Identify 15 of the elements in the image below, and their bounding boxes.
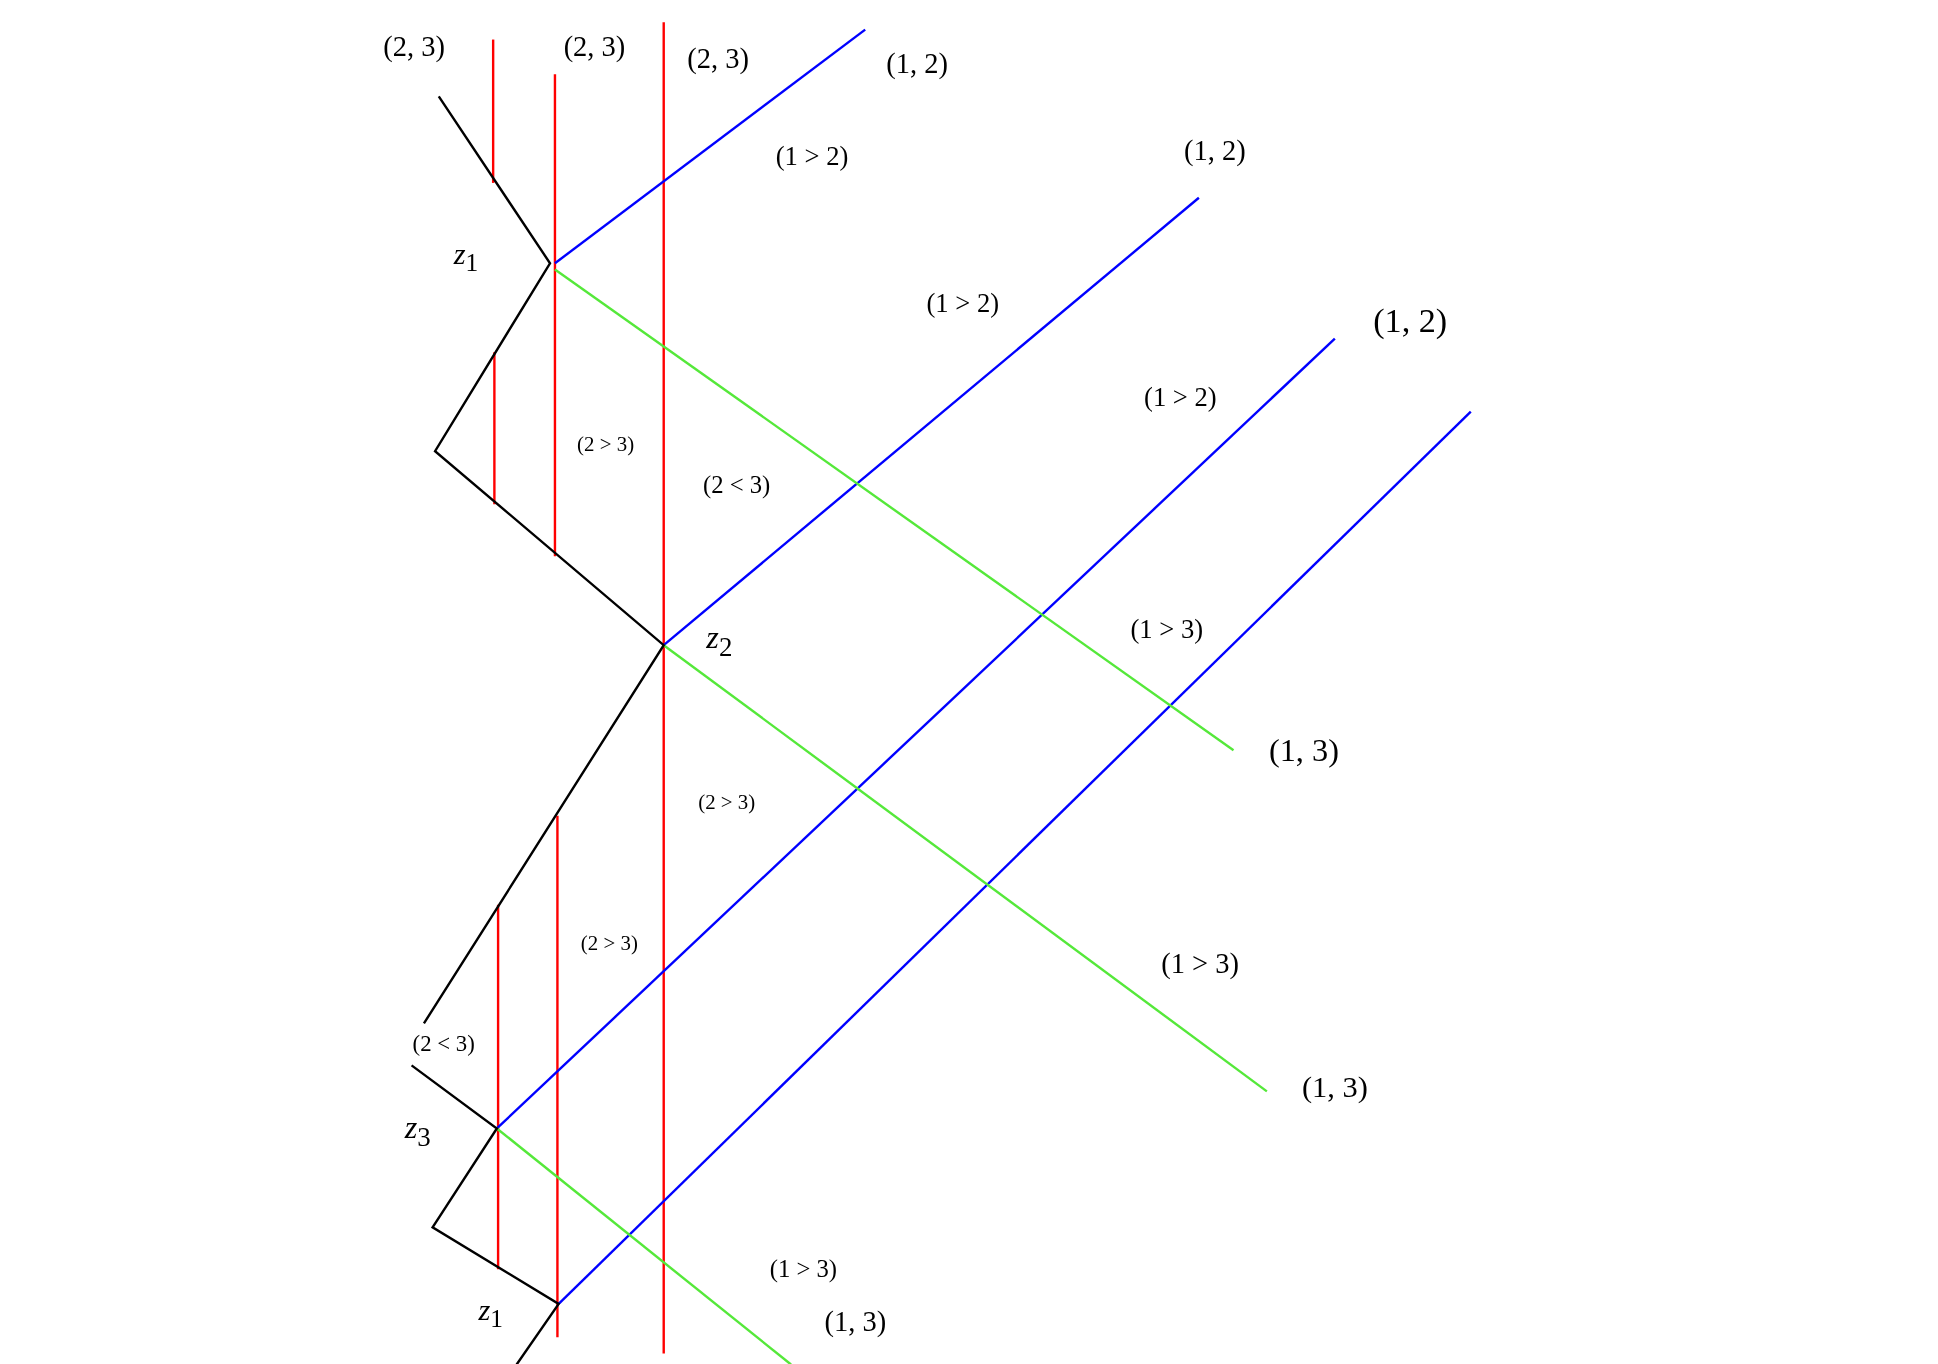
order-label: (1 > 2) [1143,384,1218,412]
pair-label: (1, 3) [823,1307,888,1338]
order-label: (2 > 3) [579,933,639,956]
order-label: (2 < 3) [411,1032,476,1057]
order-label: (1 > 2) [925,290,1001,318]
order-label: (1 > 3) [1160,949,1241,979]
order-label: (1 > 3) [1129,616,1205,645]
pair-label: (2, 3) [382,32,446,62]
pair-label: (1, 2) [885,49,949,80]
order-label: (1 > 2) [774,143,850,171]
order-label: (2 > 3) [576,433,636,456]
pair-label: (2, 3) [686,44,750,75]
order-label: (2 > 3) [697,792,757,815]
order-label: (1 > 3) [768,1256,839,1283]
pair-label: (2, 3) [562,32,627,62]
